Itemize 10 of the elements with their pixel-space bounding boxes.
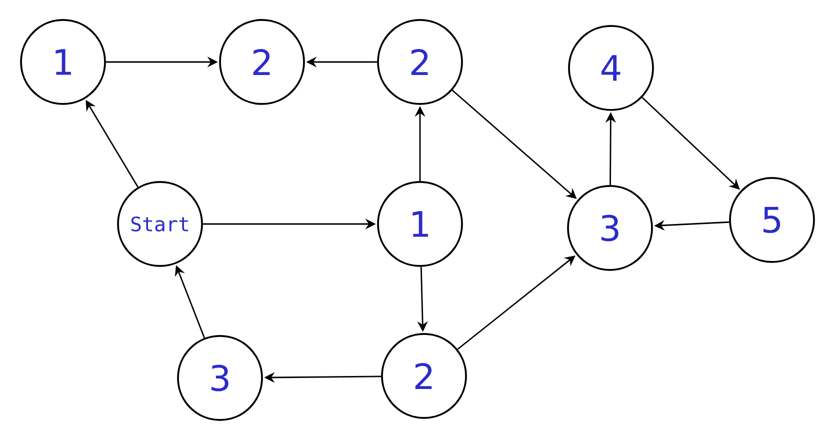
circle-node: 2 [377, 19, 463, 105]
circle-node: 4 [568, 25, 654, 111]
circle-node: 3 [567, 185, 653, 271]
circle-node: 3 [177, 335, 263, 421]
circle-node: 2 [381, 333, 467, 419]
circle-node: 5 [729, 177, 815, 263]
circle-node: Start [117, 181, 203, 267]
circle-node: 1 [20, 19, 106, 105]
circle-node: 1 [377, 181, 463, 267]
circle-node: 2 [219, 19, 305, 105]
